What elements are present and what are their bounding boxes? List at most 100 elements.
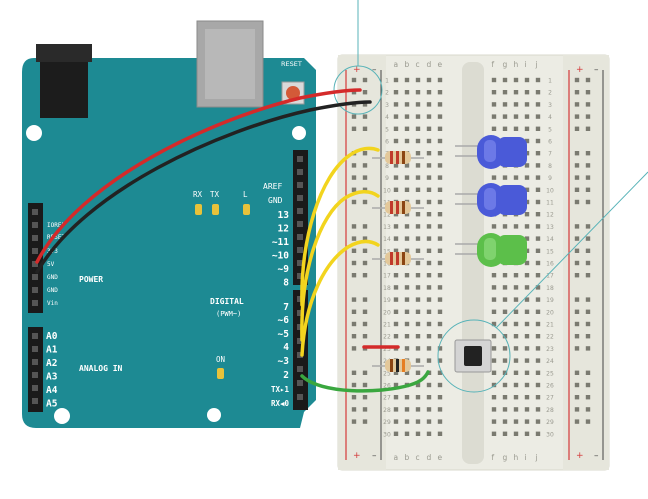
- breadboard-hole: [393, 419, 399, 424]
- breadboard-hole: [524, 163, 530, 168]
- row-number: 21: [546, 322, 554, 329]
- row-number: 8: [548, 163, 552, 170]
- column-letter: j: [535, 60, 538, 69]
- digital-pin-label: ~3: [278, 356, 290, 367]
- digital-pin-label: ~11: [272, 237, 289, 248]
- breadboard-hole: [524, 309, 530, 314]
- rail-hole: [351, 260, 357, 266]
- rail-hole: [585, 77, 591, 83]
- breadboard-hole: [415, 212, 421, 217]
- header-pin: [297, 324, 303, 330]
- l-led: [243, 204, 250, 215]
- breadboard-hole: [393, 407, 399, 412]
- breadboard-hole: [513, 90, 519, 95]
- breadboard-hole: [393, 102, 399, 107]
- power-jack: [40, 52, 88, 118]
- breadboard-hole: [426, 285, 432, 290]
- breadboard-hole: [393, 382, 399, 388]
- breadboard-hole: [404, 431, 410, 436]
- breadboard-hole: [535, 224, 541, 229]
- rail-plus-top-left: +: [353, 65, 361, 75]
- breadboard-hole: [404, 285, 410, 290]
- mounting-hole-bottom-right: [207, 408, 221, 422]
- breadboard-hole: [404, 273, 410, 278]
- l-label: L: [243, 190, 248, 199]
- breadboard-hole: [524, 77, 530, 83]
- breadboard-hole: [502, 102, 508, 107]
- rail-hole: [362, 370, 368, 375]
- row-number: 18: [383, 285, 391, 292]
- breadboard-hole: [426, 334, 432, 339]
- breadboard-hole: [502, 126, 508, 131]
- header-pin: [297, 394, 303, 400]
- rx-led: [195, 204, 202, 215]
- rail-hole: [574, 187, 580, 192]
- rail-hole: [351, 126, 357, 131]
- breadboard-hole: [513, 431, 519, 436]
- rail-hole: [585, 395, 591, 400]
- breadboard-hole: [415, 346, 421, 351]
- header-pin: [297, 208, 303, 214]
- column-letter: f: [492, 453, 495, 462]
- rail-minus-bottom-right: –: [594, 451, 599, 461]
- row-number: 25: [546, 370, 554, 377]
- row-number: 24: [546, 358, 554, 365]
- resistor-1: [372, 151, 424, 164]
- push-button[interactable]: [454, 339, 492, 373]
- breadboard-hole: [502, 370, 508, 375]
- breadboard-hole: [426, 77, 432, 83]
- breadboard-hole: [404, 297, 410, 302]
- mounting-hole-bottom-left: [54, 408, 70, 424]
- breadboard-hole: [524, 138, 530, 144]
- reset-button-cap[interactable]: [286, 86, 300, 100]
- breadboard-hole: [393, 236, 399, 241]
- breadboard-hole: [415, 273, 421, 278]
- rail-hole: [362, 163, 368, 168]
- header-pin: [32, 274, 38, 280]
- breadboard-hole: [513, 77, 519, 83]
- breadboard-hole: [415, 248, 421, 253]
- breadboard-hole: [491, 285, 497, 290]
- breadboard-hole: [393, 126, 399, 131]
- breadboard-hole: [393, 114, 399, 119]
- rail-hole: [351, 395, 357, 400]
- rail-hole: [585, 236, 591, 241]
- breadboard-hole: [535, 297, 541, 302]
- button-callout-circle: [437, 319, 511, 393]
- breadboard-hole: [513, 285, 519, 290]
- rail-hole: [351, 382, 357, 388]
- breadboard-hole: [535, 151, 541, 156]
- rail-hole: [574, 321, 580, 327]
- led-2: [455, 183, 527, 217]
- breadboard-hole: [513, 407, 519, 412]
- rail-hole: [585, 407, 591, 412]
- breadboard-hole: [535, 382, 541, 388]
- row-number: 19: [383, 297, 391, 304]
- breadboard-hole: [491, 419, 497, 424]
- breadboard-hole: [426, 382, 432, 388]
- row-number: 28: [383, 407, 391, 414]
- breadboard-hole: [502, 90, 508, 95]
- rail-hole: [574, 395, 580, 400]
- breadboard-hole: [437, 224, 443, 229]
- rail-hole: [351, 334, 357, 339]
- row-number: 1: [385, 78, 389, 85]
- digital-pin-label: 7: [283, 302, 289, 313]
- header-pin: [32, 385, 38, 391]
- rail-plus-bottom-left: +: [353, 451, 361, 461]
- breadboard-hole: [513, 370, 519, 375]
- row-number: 21: [383, 322, 391, 329]
- breadboard-hole: [393, 163, 399, 168]
- column-letter: f: [492, 60, 495, 69]
- breadboard-hole: [535, 334, 541, 339]
- breadboard-hole: [502, 114, 508, 119]
- header-pin: [32, 235, 38, 241]
- rail-hole: [362, 260, 368, 266]
- breadboard-hole: [491, 114, 497, 119]
- breadboard-hole: [404, 138, 410, 144]
- breadboard-hole: [404, 212, 410, 217]
- header-pin: [297, 221, 303, 227]
- analog-in-label: ANALOG IN: [79, 364, 123, 373]
- breadboard-hole: [513, 175, 519, 180]
- breadboard-hole: [426, 114, 432, 119]
